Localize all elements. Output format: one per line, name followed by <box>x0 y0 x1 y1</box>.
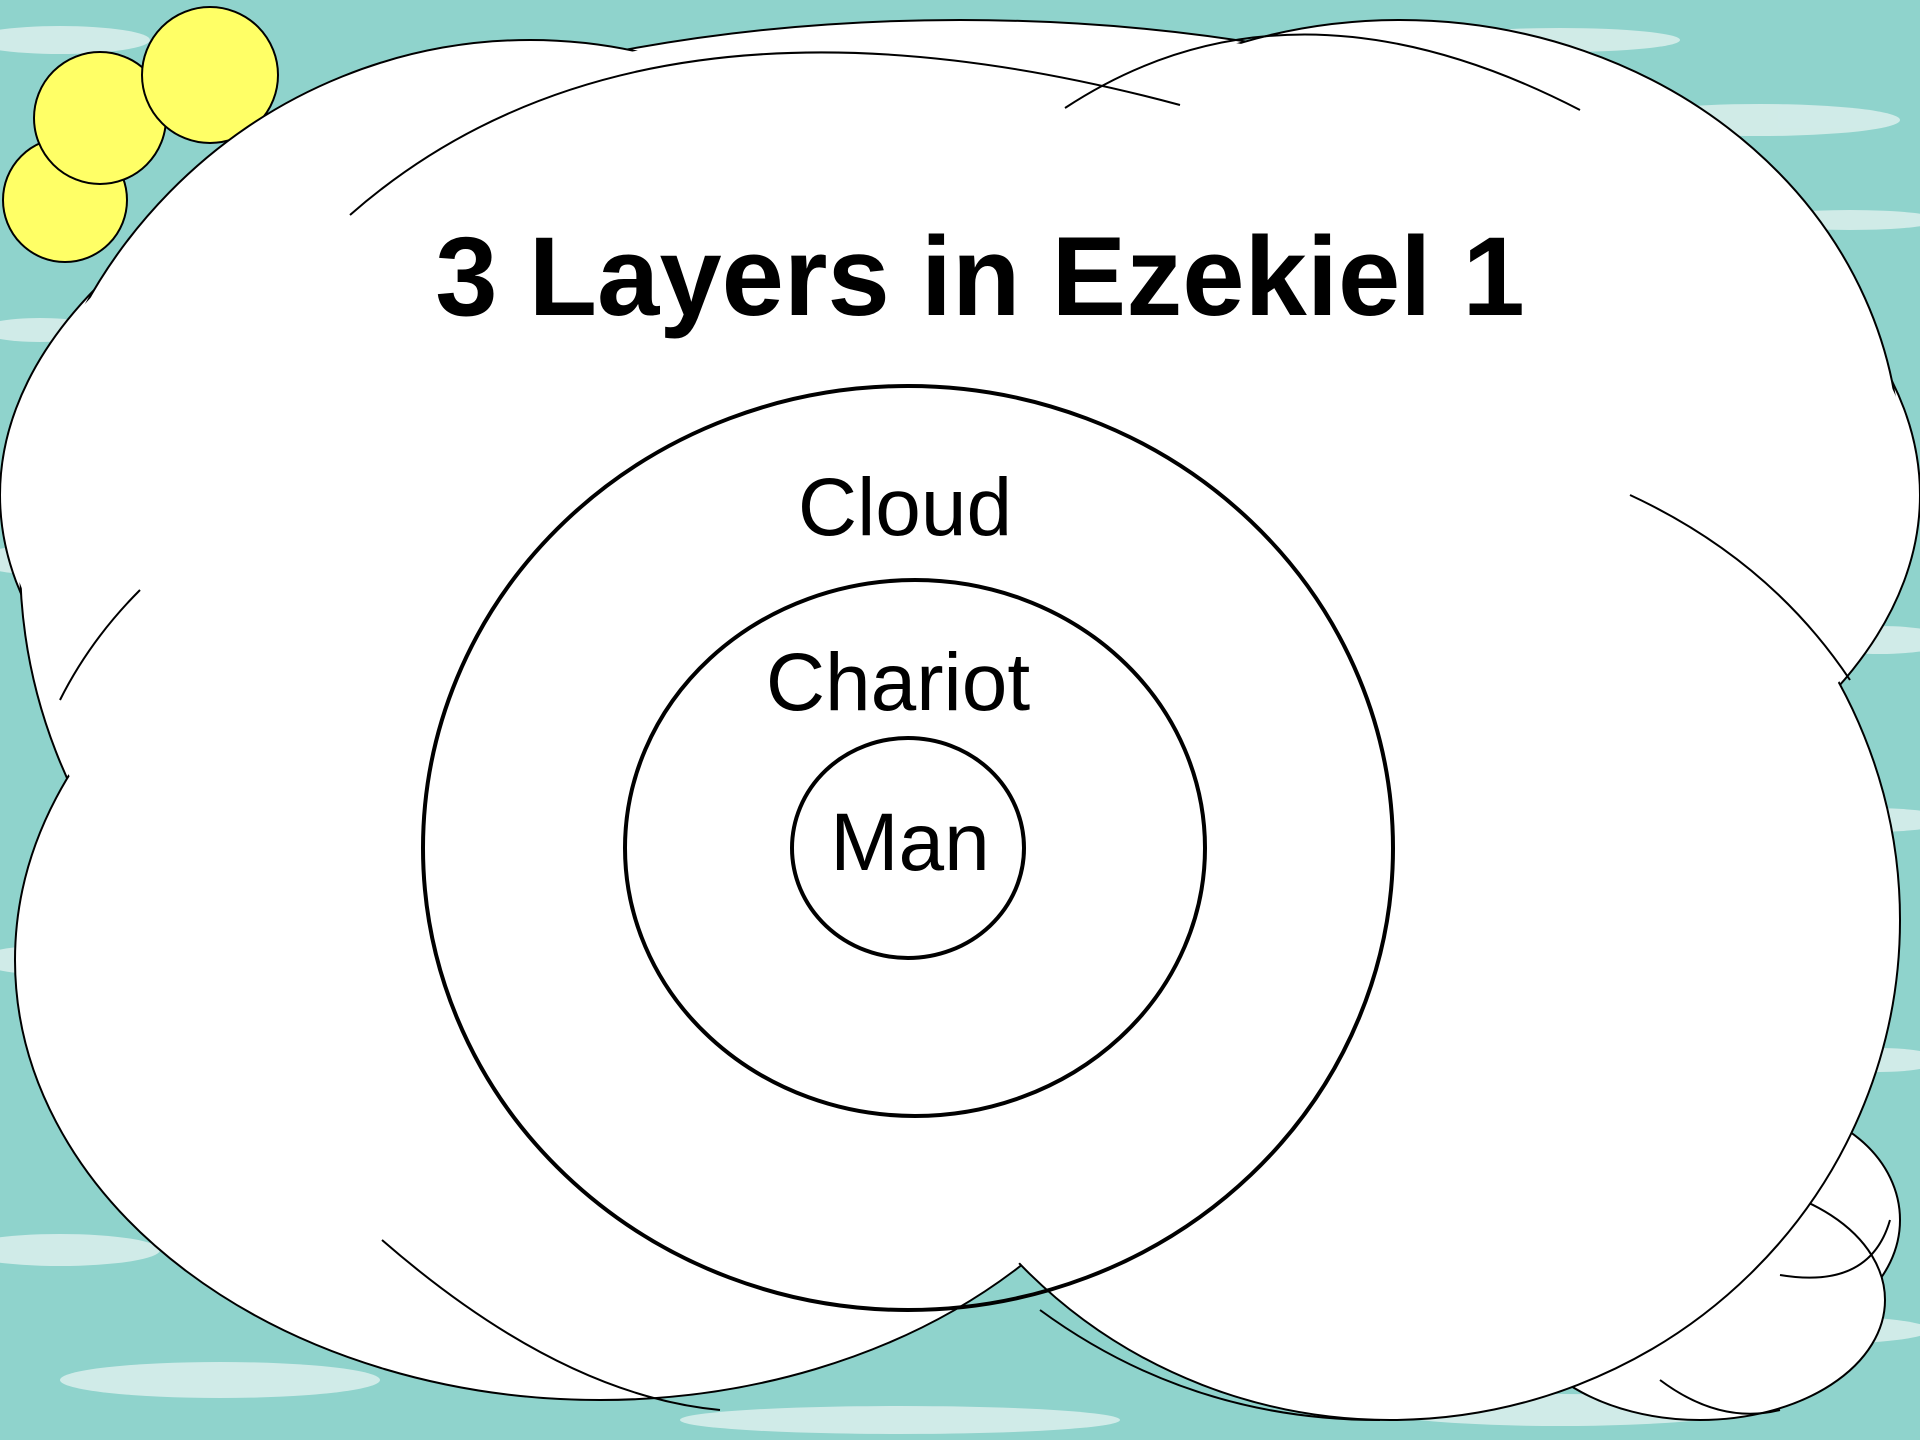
sun-icon <box>2 6 279 263</box>
ring-chariot <box>623 578 1207 1118</box>
page-title: 3 Layers in Ezekiel 1 <box>435 214 1525 339</box>
ring-man <box>790 736 1026 960</box>
ring-cloud <box>421 384 1395 1312</box>
ring-label-chariot: Chariot <box>766 637 1031 728</box>
concentric-rings <box>421 384 1395 1312</box>
ring-label-cloud: Cloud <box>798 462 1012 553</box>
cloud-contour-lines <box>59 33 1891 1421</box>
ring-label-man: Man <box>830 797 990 888</box>
